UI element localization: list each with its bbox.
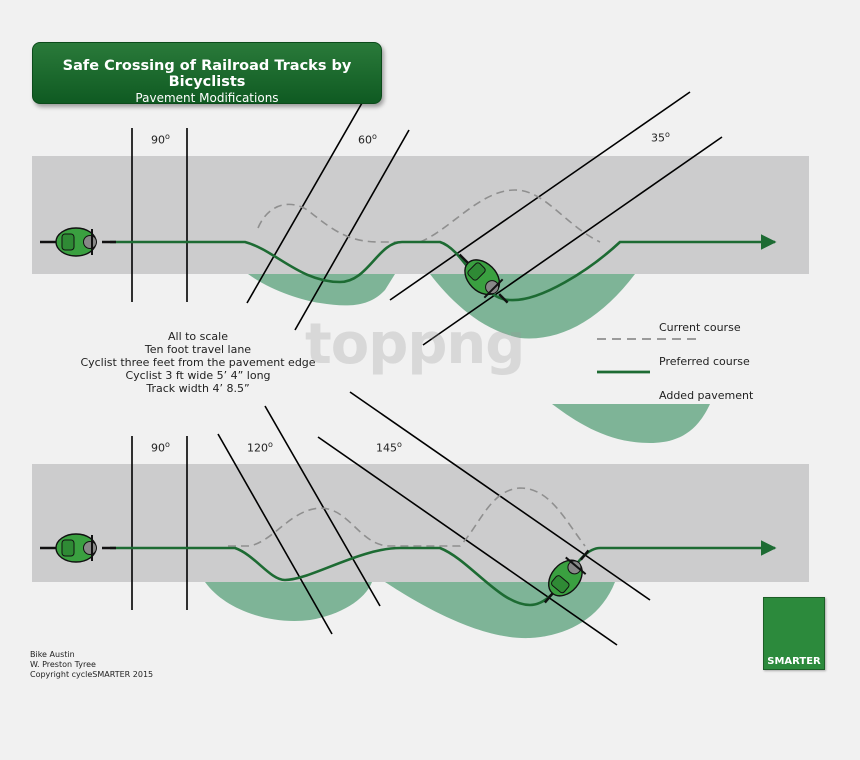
angle-label-90-bottom: 90o	[151, 440, 170, 455]
title-banner: Safe Crossing of Railroad Tracks by Bicy…	[32, 42, 382, 105]
subtitle: Pavement Modifications	[135, 91, 279, 105]
scale-notes: All to scale Ten foot travel lane Cyclis…	[20, 330, 376, 395]
top-track-35-a	[389, 91, 691, 301]
note-line: Ten foot travel lane	[144, 343, 252, 356]
cyclesmarter-logo: SMARTER	[763, 597, 825, 670]
note-line: All to scale	[167, 330, 229, 343]
credit-line: W. Preston Tyree	[30, 660, 96, 669]
top-track-60-a	[246, 102, 363, 304]
bottom-track-120-b	[264, 405, 381, 607]
bottom-added-pavement-145	[385, 582, 615, 639]
angle-label-145: 145o	[376, 440, 402, 455]
bottom-current-course	[228, 487, 586, 547]
bottom-added-pavement-120	[205, 582, 372, 621]
legend-added-label: Added pavement	[659, 389, 754, 402]
title: Safe Crossing of Railroad Tracks by Bicy…	[62, 58, 352, 90]
top-track-35-b	[422, 136, 723, 346]
angle-label-120: 120o	[247, 440, 273, 455]
watermark: toppng	[305, 312, 525, 377]
top-current-course	[257, 189, 601, 243]
legend-current-label: Current course	[659, 321, 741, 334]
bottom-track-145-b	[317, 436, 618, 646]
credit-line: Bike Austin	[30, 650, 75, 659]
top-road	[32, 156, 809, 274]
credit-line: Copyright cycleSMARTER 2015	[30, 670, 154, 679]
legend-preferred-label: Preferred course	[659, 355, 750, 368]
angle-label-60: 60o	[358, 132, 377, 147]
bottom-track-120-a	[217, 433, 333, 635]
cyclist-icon	[40, 533, 116, 563]
credits: Bike Austin W. Preston Tyree Copyright c…	[30, 650, 153, 680]
cyclist-icon	[458, 253, 509, 304]
note-line: Cyclist three feet from the pavement edg…	[80, 356, 316, 369]
angle-label-90-top: 90o	[151, 132, 170, 147]
cyclist-icon	[543, 549, 590, 604]
note-line: Cyclist 3 ft wide 5’ 4” long	[125, 369, 271, 382]
top-preferred-course	[110, 234, 777, 302]
note-line: Track width 4’ 8.5”	[146, 382, 250, 395]
legend-added-swatch	[552, 404, 710, 443]
top-track-60-b	[294, 129, 410, 331]
cyclist-icon	[40, 227, 116, 257]
angle-label-35: 35o	[651, 130, 670, 145]
top-added-pavement-60	[248, 274, 395, 306]
bottom-road	[32, 464, 809, 582]
logo-text: SMARTER	[767, 656, 821, 667]
